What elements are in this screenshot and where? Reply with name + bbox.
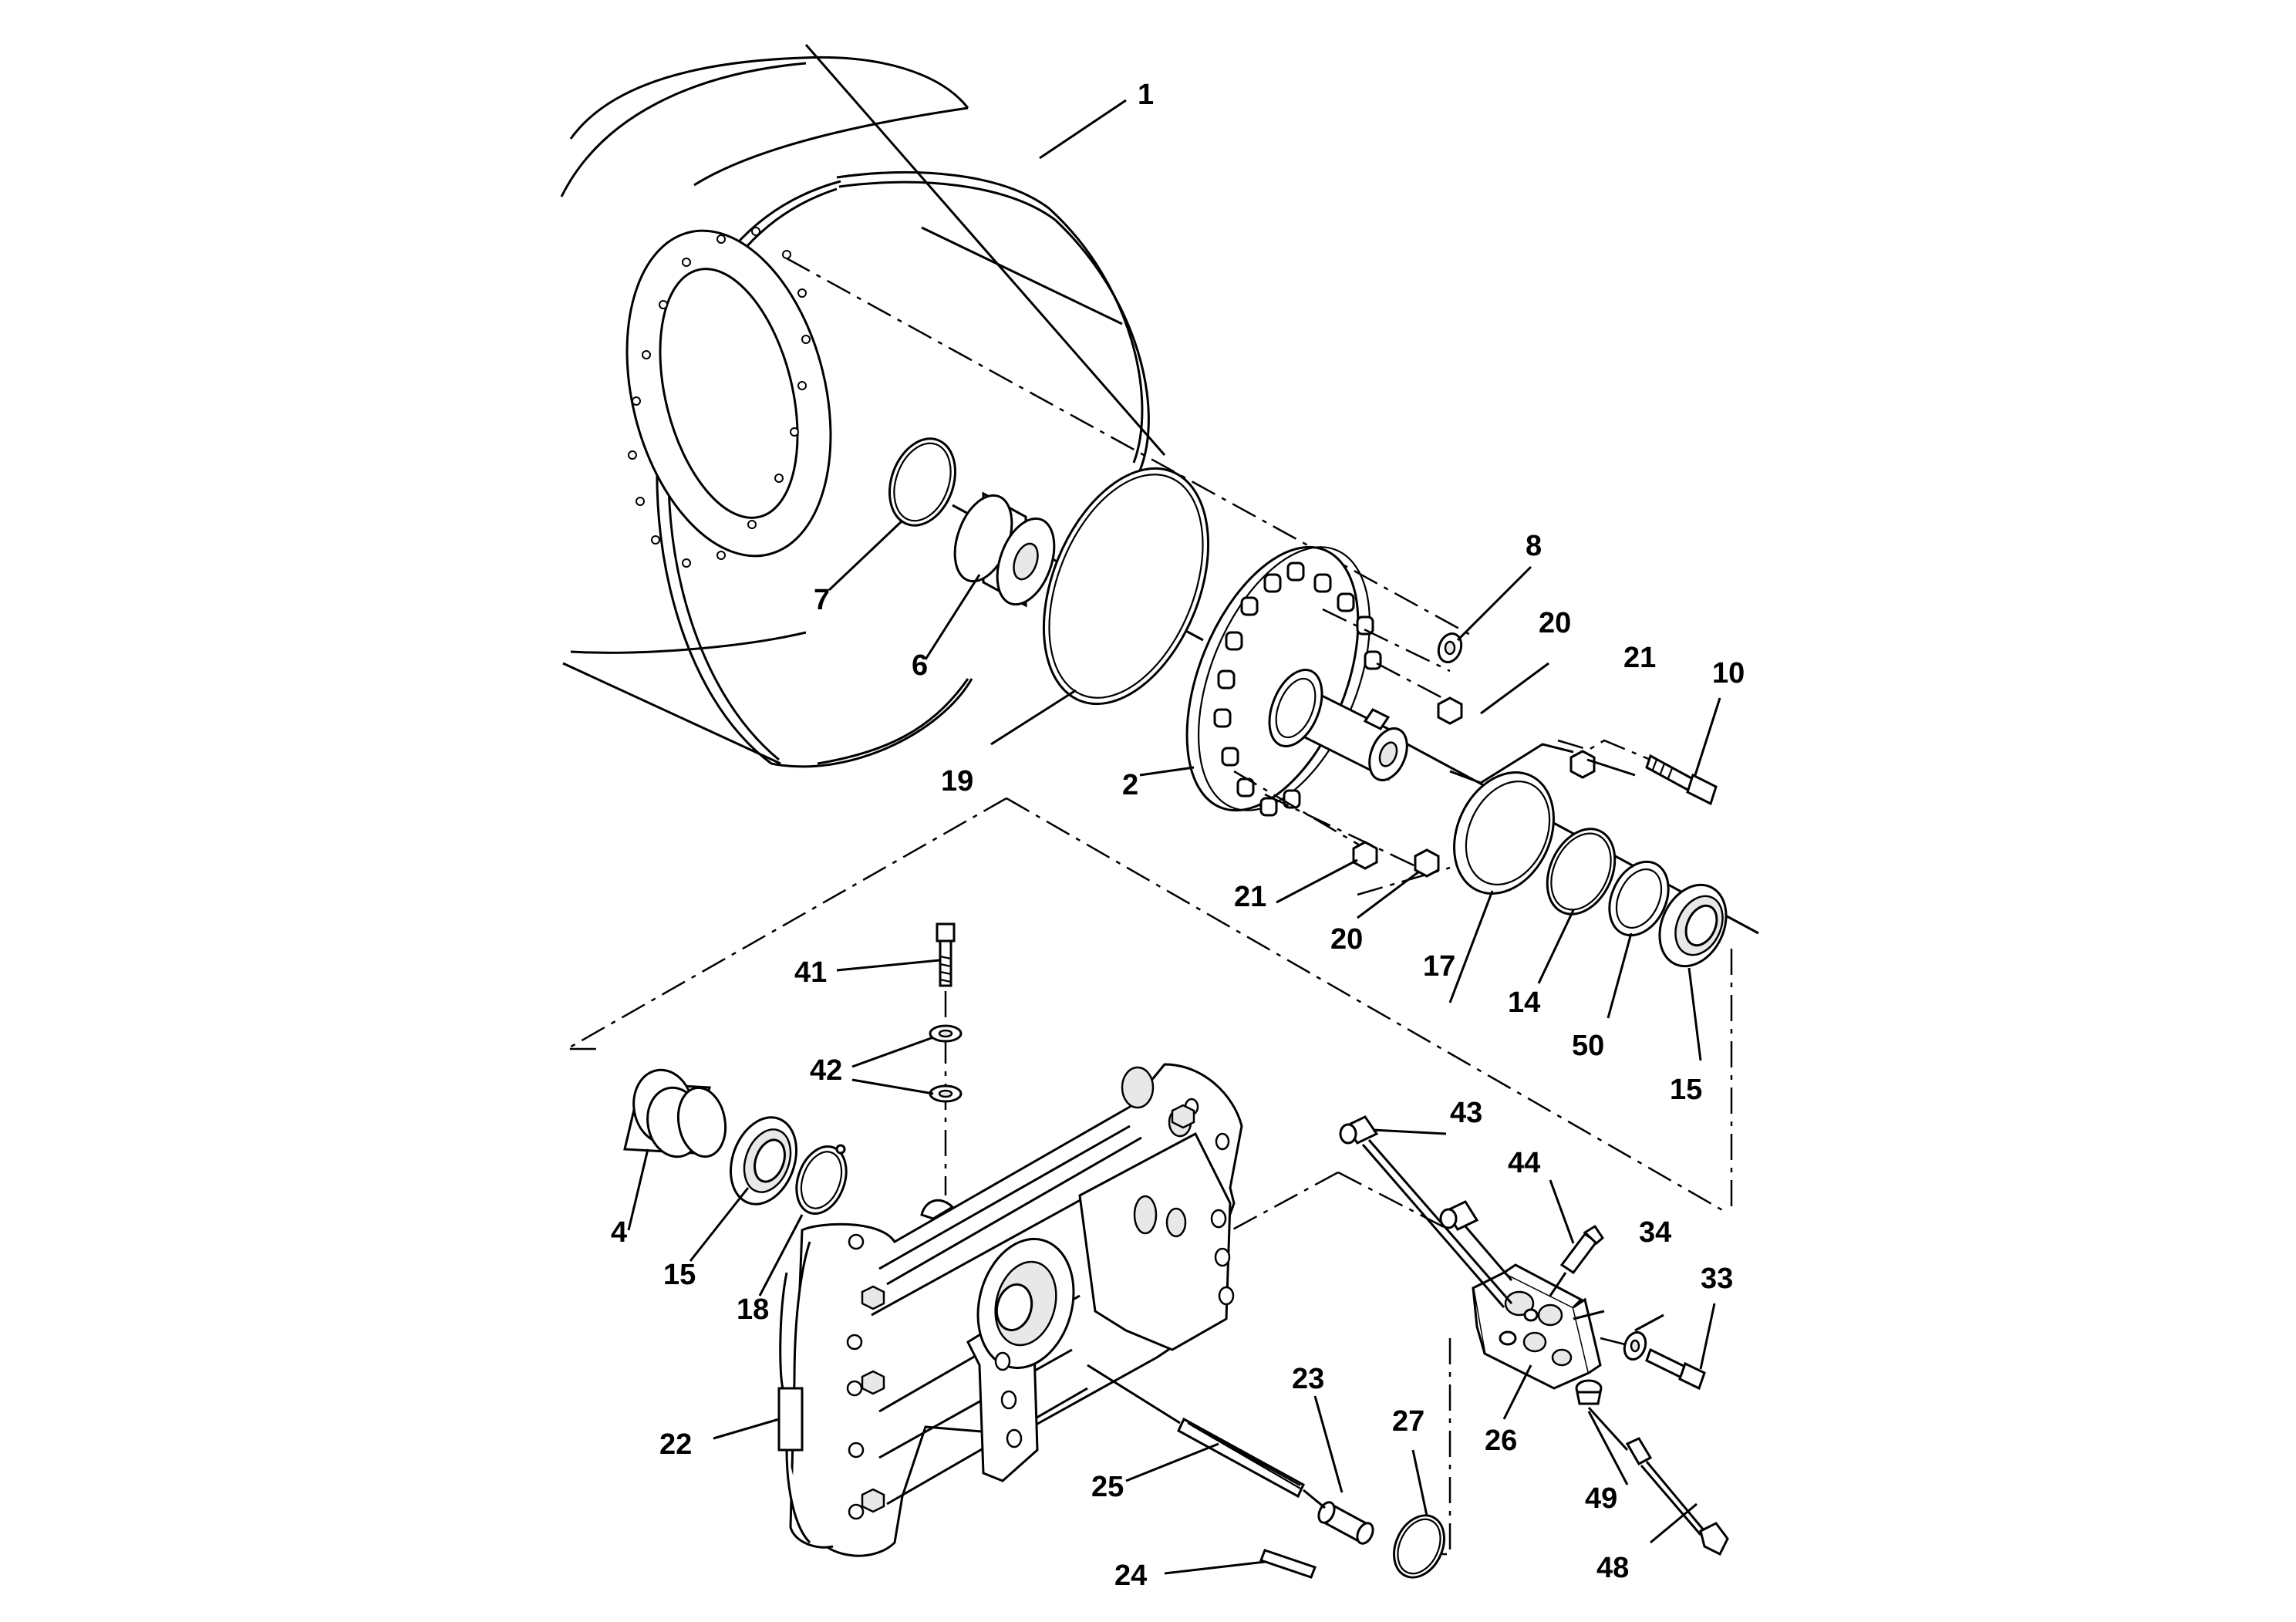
fitting-part-43-lower — [1439, 1200, 1479, 1231]
callout-49: 49 — [1585, 1482, 1617, 1515]
bearing-part-6 — [953, 491, 1056, 608]
callout-21-upper: 21 — [1623, 642, 1656, 674]
callout-33: 33 — [1701, 1263, 1733, 1295]
seal-part-17 — [1453, 771, 1555, 895]
seal-part-15-upper — [1658, 883, 1728, 968]
callout-21-lower: 21 — [1234, 881, 1266, 913]
callout-19: 19 — [941, 765, 973, 798]
leader-lines — [627, 99, 1721, 1575]
motor-part-26 — [1472, 1263, 1602, 1390]
callout-23: 23 — [1292, 1363, 1324, 1395]
drum-flange-holes — [628, 227, 811, 568]
hub-part-2 — [1185, 545, 1408, 817]
o-ring-part-7 — [888, 437, 957, 527]
nut-part-21-upper — [1569, 750, 1596, 779]
callout-18: 18 — [737, 1293, 769, 1326]
fitting-part-44 — [1559, 1224, 1604, 1275]
callout-15-lower: 15 — [663, 1259, 696, 1291]
callout-1: 1 — [1138, 79, 1154, 111]
callout-14: 14 — [1508, 986, 1540, 1019]
callout-48: 48 — [1596, 1552, 1629, 1584]
washer-part-42 — [929, 1024, 963, 1103]
washer-part-8 — [1437, 632, 1463, 663]
callout-27: 27 — [1392, 1405, 1424, 1438]
callout-41: 41 — [794, 956, 827, 989]
pin-part-24 — [1259, 1549, 1317, 1579]
nut-part-20-upper — [1437, 696, 1463, 725]
callout-8: 8 — [1526, 530, 1542, 562]
ring-part-50 — [1608, 860, 1670, 937]
callout-24: 24 — [1114, 1560, 1147, 1592]
callout-4: 4 — [611, 1216, 627, 1249]
callout-17: 17 — [1423, 950, 1455, 983]
callout-20-lower: 20 — [1330, 923, 1363, 956]
frame-part-22 — [777, 1063, 1243, 1557]
callout-15-upper: 15 — [1670, 1074, 1702, 1106]
sleeve-part-23 — [1317, 1501, 1374, 1545]
nut-part-20-lower — [1414, 848, 1440, 878]
seal-part-15-lower — [729, 1116, 798, 1206]
callout-20-upper: 20 — [1539, 607, 1571, 639]
callout-22: 22 — [659, 1428, 692, 1461]
o-ring-part-27 — [1393, 1514, 1445, 1579]
sensor-part-48 — [1625, 1437, 1729, 1556]
fitting-part-49 — [1575, 1379, 1603, 1405]
callout-34: 34 — [1639, 1216, 1671, 1249]
callout-50: 50 — [1572, 1030, 1604, 1062]
bolt-part-41 — [936, 922, 956, 987]
bushing-part-4 — [623, 1068, 727, 1158]
bolt-part-10 — [1645, 754, 1718, 806]
callout-43: 43 — [1450, 1097, 1482, 1129]
callout-2: 2 — [1122, 769, 1138, 801]
callout-6: 6 — [912, 649, 928, 682]
o-ring-part-19 — [1042, 467, 1210, 706]
circlip-part-18 — [795, 1144, 848, 1216]
washer-part-34 — [1623, 1331, 1647, 1361]
frame-bolt-heads — [861, 1104, 1195, 1513]
drum-part-1 — [560, 44, 1166, 768]
callout-44: 44 — [1508, 1147, 1540, 1179]
callout-10: 10 — [1712, 657, 1745, 690]
callout-7: 7 — [814, 584, 830, 616]
bolt-part-33 — [1645, 1347, 1706, 1391]
ring-part-14 — [1546, 828, 1617, 916]
callout-42: 42 — [810, 1054, 842, 1087]
shaft-part-25 — [1177, 1417, 1305, 1499]
fitting-part-43-upper — [1339, 1115, 1379, 1145]
callout-25: 25 — [1091, 1471, 1124, 1503]
nut-part-21-lower — [1352, 841, 1378, 870]
callout-26: 26 — [1485, 1425, 1517, 1457]
callout-labels: 1 2 4 6 7 8 10 14 15 15 17 18 19 20 20 2… — [611, 79, 1745, 1592]
